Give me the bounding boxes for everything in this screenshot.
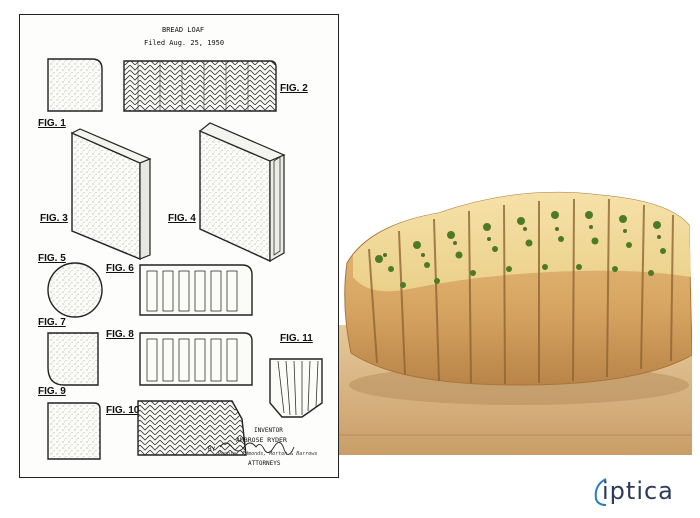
fig-9-label: FIG. 9 (38, 386, 66, 397)
patent-filed-date: Filed Aug. 25, 1950 (144, 39, 225, 47)
fig-8-label: FIG. 8 (106, 329, 134, 340)
logo-text: iptica (602, 477, 674, 505)
fig-5-label: FIG. 5 (38, 253, 66, 264)
fig-4-label: FIG. 4 (168, 213, 196, 224)
fig-2-label: FIG. 2 (280, 83, 308, 94)
attorney-signature: Pennie, Edmonds, Morton & Barrows (218, 451, 318, 457)
patent-title: BREAD LOAF (162, 26, 205, 34)
fig-11-label: FIG. 11 (280, 333, 313, 344)
fig-7-label: FIG. 7 (38, 317, 66, 328)
fig-6-label: FIG. 6 (106, 263, 134, 274)
fig-10-label: FIG. 10 (106, 405, 140, 416)
inventor-name: AMBROSE RYDER (236, 436, 287, 444)
inventor-label: INVENTOR (254, 427, 283, 434)
patent-drawing-sheet: BREAD LOAF Filed Aug. 25, 1950 FIG. 1 FI… (19, 14, 339, 478)
logo-arc-icon (594, 478, 607, 506)
attorneys-label: ATTORNEYS (248, 460, 281, 467)
iptica-logo: iptica (592, 475, 692, 507)
patent-line-drawings (47, 58, 323, 460)
fig-1-label: FIG. 1 (38, 118, 66, 129)
by-label: BY (208, 446, 216, 453)
fig-3-label: FIG. 3 (40, 213, 68, 224)
bread-photo (339, 191, 692, 455)
